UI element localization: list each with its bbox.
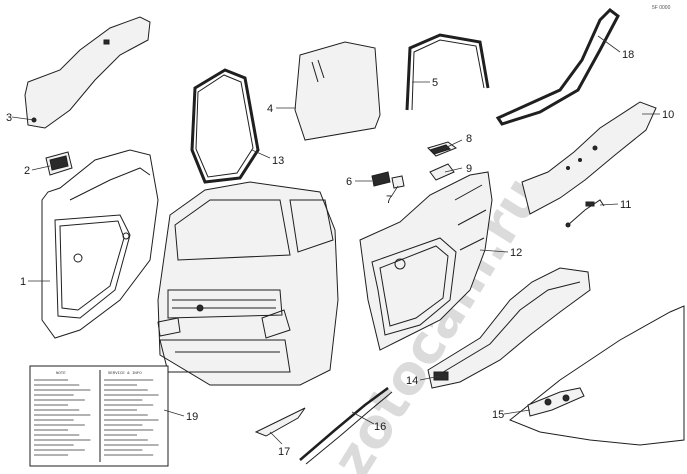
part-18-weatherstrip <box>495 8 620 126</box>
label-sheet-frame <box>29 365 169 467</box>
callout-8: 8 <box>466 133 472 145</box>
callout-13: 13 <box>272 155 284 167</box>
part-13-door-seal <box>190 68 260 184</box>
part-16-bottom-strip <box>299 386 393 465</box>
part-3-trim-panel <box>24 16 151 129</box>
part-1-door-frame <box>41 149 159 339</box>
callout-5: 5 <box>432 77 438 89</box>
part-10-trim-strip <box>521 101 657 215</box>
callout-11: 11 <box>620 199 631 211</box>
part-8-handle <box>427 141 458 157</box>
callout-6: 6 <box>346 176 352 188</box>
callout-15: 15 <box>492 409 504 421</box>
part-6-clip <box>371 171 391 187</box>
part-5-glass-channel <box>405 33 490 111</box>
callout-16: 16 <box>374 421 386 433</box>
callout-9: 9 <box>466 163 472 175</box>
callout-12: 12 <box>510 247 522 259</box>
callout-1: 1 <box>20 276 26 288</box>
part-9-lock <box>429 163 455 181</box>
part-4-door-glass <box>294 41 381 141</box>
label-sheet-text-lines <box>34 379 159 456</box>
label-sheet-left-heading: NOTE <box>56 372 66 376</box>
part-15-side-panel <box>509 305 685 446</box>
part-17-wedge-trim <box>254 407 306 437</box>
label-sheet-right-heading: SERVICE & INFO <box>108 372 142 376</box>
callout-18: 18 <box>622 49 634 61</box>
callout-3: 3 <box>6 112 12 124</box>
callout-14: 14 <box>406 375 418 387</box>
leader-lines <box>11 35 660 445</box>
callout-19: 19 <box>186 411 198 423</box>
part-7-clip <box>391 175 405 189</box>
callout-7: 7 <box>386 194 392 206</box>
corner-code: 5F 0000 <box>652 5 671 11</box>
part-19-label-sheet: NOTE SERVICE & INFO <box>29 365 169 467</box>
part-14-step-sill <box>427 267 591 389</box>
callout-17: 17 <box>278 446 290 458</box>
truck-cab <box>157 181 339 386</box>
callout-10: 10 <box>662 109 674 121</box>
callout-2: 2 <box>24 165 30 177</box>
callout-4: 4 <box>267 103 273 115</box>
part-11-sensor <box>565 199 605 228</box>
part-2-switch <box>45 151 73 176</box>
